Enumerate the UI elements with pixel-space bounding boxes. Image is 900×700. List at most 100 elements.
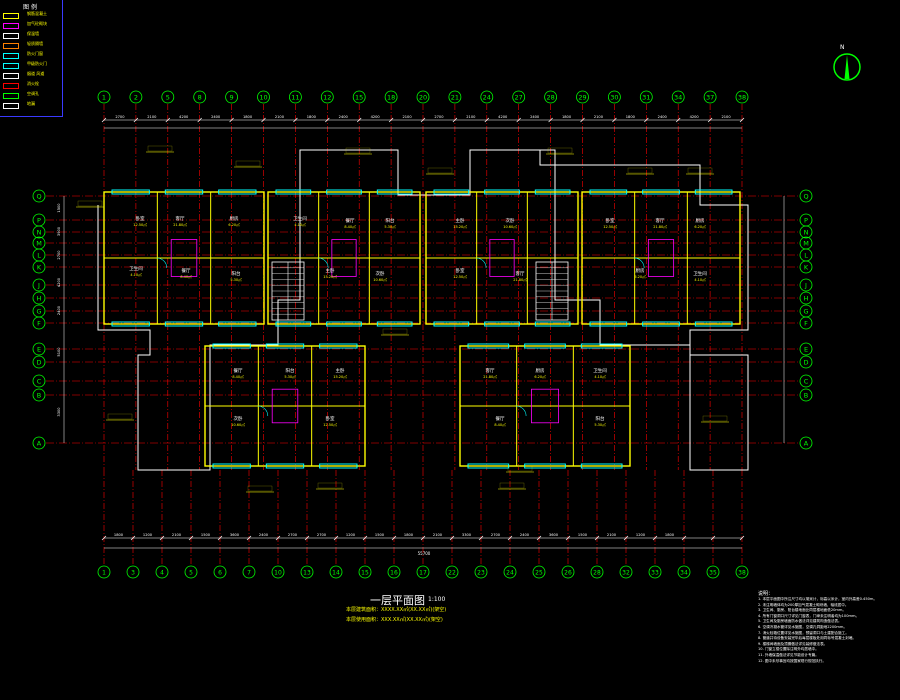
axis-bubble — [735, 565, 749, 579]
axis-bubble — [257, 90, 270, 104]
window-opening — [164, 189, 204, 195]
dimension-text: 1800 — [114, 533, 124, 537]
window-opening — [164, 321, 204, 327]
dimension-text: 2100 — [433, 533, 443, 537]
axis-bubble — [213, 565, 227, 579]
axis-label: K — [37, 263, 42, 271]
note-line: 8. 管道井待设备安装完毕后每层楼板处用同标号混凝土封堵。 — [758, 636, 857, 641]
room-label: 厨房 — [696, 217, 705, 224]
window-opening — [534, 321, 571, 327]
window-opening — [319, 463, 358, 469]
window-opening — [319, 343, 358, 349]
room-label: 餐厅 — [182, 267, 191, 274]
room-label: 客厅 — [176, 215, 185, 222]
note-line: 9. 楼梯间墙面及顶棚做法详见装修做法表。 — [758, 641, 828, 646]
room-label: 阳台 — [232, 270, 241, 277]
note-line: 12. 图中未尽事宜均按国家现行规范执行。 — [758, 658, 826, 663]
axis-bubble — [703, 90, 717, 104]
axis-bubble — [358, 565, 372, 579]
dimension-tick — [420, 117, 426, 123]
dimension-text: 2700 — [317, 533, 327, 537]
axis-label: F — [37, 319, 41, 327]
axis-label: Q — [803, 192, 808, 200]
room-label: 次卧 — [506, 217, 515, 224]
door-swing — [156, 257, 168, 269]
dimension-tick — [217, 535, 223, 541]
dimension-text: 1800 — [562, 115, 572, 119]
bathroom-partition — [331, 239, 357, 277]
legend-swatch — [3, 103, 19, 109]
axis-label: 14 — [332, 570, 340, 577]
window-opening — [433, 321, 470, 327]
drawing-title: 一层平面图 — [370, 594, 425, 607]
callout-text-block — [627, 167, 653, 174]
legend-item: 烟道 风道 — [3, 71, 61, 81]
dimension-text: 2700 — [57, 250, 61, 260]
room-label: 客厅 — [656, 217, 665, 224]
room-area: 5.30㎡ — [384, 224, 396, 229]
dimension-tick — [388, 117, 394, 123]
room-area: 21.80㎡ — [653, 224, 667, 229]
note-line: 5. 卫生间及厨房墙面防水做法详见建筑构造做法表。 — [758, 619, 842, 624]
axis-bubble — [32, 291, 46, 305]
notes-title: 说明： — [758, 591, 774, 597]
axis-bubble — [129, 90, 143, 104]
callout-text-block — [77, 200, 103, 207]
dimension-tick — [565, 535, 571, 541]
dimension-tick — [246, 535, 252, 541]
axis-label: E — [804, 345, 808, 353]
room-area: 21.80㎡ — [513, 277, 527, 282]
axis-label: A — [804, 439, 809, 447]
legend-label: 空调孔 — [27, 91, 39, 96]
legend-label: 烟道 风道 — [27, 71, 45, 76]
dimension-tick — [101, 117, 107, 123]
axis-bubble — [416, 565, 430, 579]
dimension-tick — [548, 117, 553, 123]
axis-label: M — [36, 239, 42, 247]
dimension-text: 1200 — [346, 533, 356, 537]
dimension-tick — [623, 535, 629, 541]
window-opening — [212, 343, 251, 349]
dimension-tick — [188, 535, 194, 541]
dimension-text: 4200 — [57, 277, 61, 287]
legend-label: 轻质隔墙 — [27, 41, 43, 46]
axis-label: L — [37, 251, 41, 259]
window-opening — [580, 343, 623, 349]
axis-label: 38 — [738, 94, 746, 102]
dimension-text: 1200 — [636, 533, 646, 537]
axis-bubble — [288, 90, 302, 104]
axis-bubble — [648, 565, 662, 579]
room-label: 卫生间 — [293, 215, 307, 222]
axis-bubble — [329, 565, 343, 579]
dimension-tick — [130, 535, 136, 541]
dimension-tick — [304, 535, 310, 541]
room-label: 客厅 — [486, 367, 495, 374]
axis-label: 31 — [642, 94, 650, 102]
axis-label: 5 — [189, 570, 193, 577]
window-opening — [524, 343, 566, 349]
axis-label: C — [37, 377, 42, 385]
dimension-tick — [275, 535, 281, 541]
window-opening — [433, 189, 470, 195]
axis-bubble — [799, 189, 813, 203]
note-line: 3. 卫生间、厨房、阳台楼地面比同层楼地面低20mm。 — [758, 608, 847, 613]
room-area: 12.50㎡ — [603, 224, 617, 229]
legend-label: 甲级防火门 — [27, 61, 47, 66]
window-opening — [326, 321, 362, 327]
room-area: 12.50㎡ — [453, 274, 467, 279]
legend-swatch — [3, 23, 19, 29]
dimension-text: 4200 — [179, 115, 189, 119]
dimension-text: 1800 — [307, 115, 317, 119]
dimension-tick — [391, 535, 397, 541]
axis-bubble — [32, 189, 46, 203]
dimension-tick — [707, 117, 713, 123]
room-label: 厨房 — [636, 267, 645, 274]
bathroom-partition — [170, 239, 198, 277]
legend-label: 钢筋混凝土 — [27, 11, 47, 16]
dimension-text: 2100 — [607, 533, 617, 537]
axis-label: G — [803, 307, 808, 315]
dimension-text: 3600 — [230, 533, 240, 537]
door-swing — [257, 405, 269, 417]
dimension-tick — [644, 117, 649, 123]
dimension-tick — [101, 535, 107, 541]
